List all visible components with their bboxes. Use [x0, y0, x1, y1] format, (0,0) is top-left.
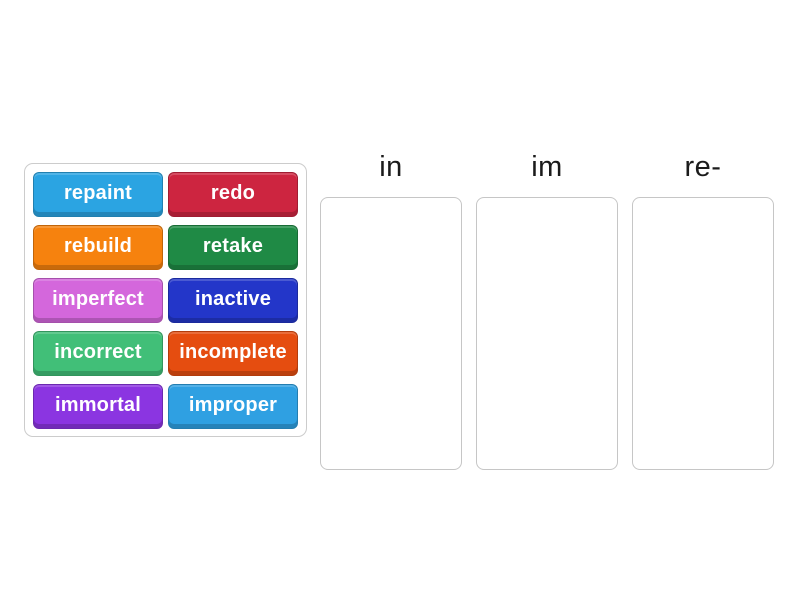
categories-row: in im re-	[320, 138, 774, 470]
word-tile-redo[interactable]: redo	[168, 172, 298, 217]
category-dropzone-in[interactable]	[320, 197, 462, 470]
category-column-in: in	[320, 138, 462, 470]
word-tile-incomplete[interactable]: incomplete	[168, 331, 298, 376]
word-tile-inactive[interactable]: inactive	[168, 278, 298, 323]
word-tile-label: inactive	[194, 288, 272, 310]
word-tile-rebuild[interactable]: rebuild	[33, 225, 163, 270]
word-tile-label: rebuild	[63, 235, 133, 257]
word-tile-label: repaint	[63, 182, 133, 204]
word-tile-repaint[interactable]: repaint	[33, 172, 163, 217]
word-tile-immortal[interactable]: immortal	[33, 384, 163, 429]
category-label-re: re-	[684, 151, 722, 183]
word-tile-incorrect[interactable]: incorrect	[33, 331, 163, 376]
category-label-in: in	[379, 151, 403, 183]
category-column-im: im	[476, 138, 618, 470]
word-tile-retake[interactable]: retake	[168, 225, 298, 270]
word-tile-label: improper	[188, 394, 278, 416]
word-tile-label: incorrect	[54, 341, 142, 363]
word-tile-label: imperfect	[52, 288, 144, 310]
word-bank-panel: repaint redo rebuild retake imperfect inactiv…	[24, 163, 307, 437]
category-dropzone-re[interactable]	[632, 197, 774, 470]
word-tile-label: immortal	[54, 394, 142, 416]
category-label-im: im	[531, 151, 563, 183]
word-tile-improper[interactable]: improper	[168, 384, 298, 429]
word-tile-imperfect[interactable]: imperfect	[33, 278, 163, 323]
category-column-re: re-	[632, 138, 774, 470]
word-tile-label: redo	[210, 182, 256, 204]
word-tile-label: retake	[202, 235, 264, 257]
word-tile-label: incomplete	[179, 341, 287, 363]
category-dropzone-im[interactable]	[476, 197, 618, 470]
